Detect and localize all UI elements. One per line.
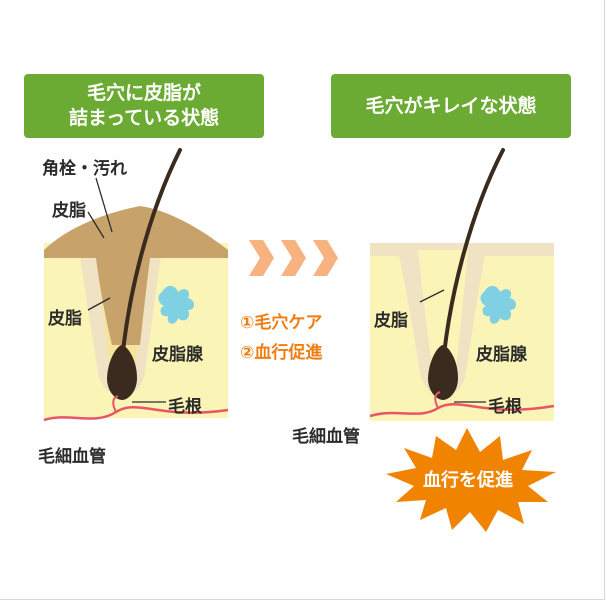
step-pore-care: ①毛穴ケア xyxy=(240,313,323,333)
label-gland-left: 皮脂腺 xyxy=(152,345,203,365)
clogged-title: 毛穴に皮脂が 詰まっている状態 xyxy=(24,74,264,138)
hair-right xyxy=(439,148,505,392)
sebum-plug-dome xyxy=(44,206,228,258)
clogged-skin-illustration xyxy=(43,148,229,422)
sebaceous-gland-left xyxy=(158,285,194,324)
label-sebum-right: 皮脂 xyxy=(374,311,408,331)
leader-sebum-right xyxy=(419,289,445,303)
capillary-right xyxy=(369,403,555,418)
sebaceous-gland-right xyxy=(480,285,516,324)
hair-left xyxy=(118,148,182,392)
label-sebum-top: 皮脂 xyxy=(52,201,86,221)
label-root-right: 毛根 xyxy=(488,397,522,417)
label-root-left: 毛根 xyxy=(168,397,202,417)
capillary-branch-left xyxy=(112,395,119,413)
leader-sebum-top xyxy=(87,211,105,239)
capillary-branch-right xyxy=(434,391,441,409)
clean-title: 毛穴がキレイな状態 xyxy=(331,74,571,138)
label-gland-right: 皮脂腺 xyxy=(476,345,527,365)
burst-label: 血行を促進 xyxy=(423,470,513,491)
burst-icon xyxy=(386,428,556,532)
label-capillary-right: 毛細血管 xyxy=(292,427,360,447)
clean-skin-illustration xyxy=(369,148,555,421)
label-capillary-left: 毛細血管 xyxy=(38,447,106,467)
leader-sebum-inner xyxy=(87,297,111,311)
step-arrow-icon xyxy=(249,240,338,276)
label-plug: 角栓・汚れ xyxy=(42,159,127,179)
step-circulation: ②血行促進 xyxy=(240,343,323,363)
label-sebum-inner: 皮脂 xyxy=(48,309,82,329)
leader-plug xyxy=(95,177,113,233)
